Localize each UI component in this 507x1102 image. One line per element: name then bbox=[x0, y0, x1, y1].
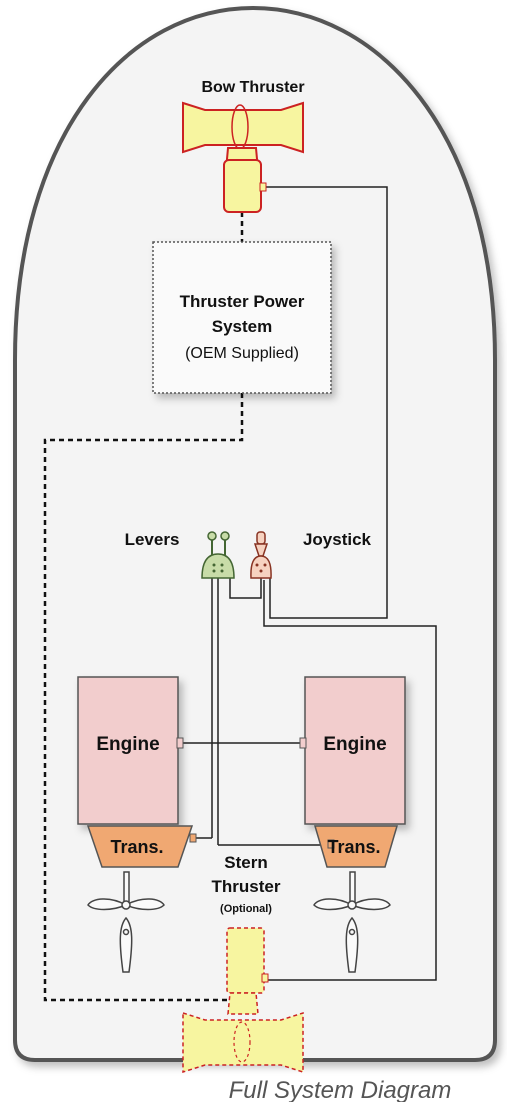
trans-right: Trans. bbox=[313, 825, 399, 868]
control-wiring bbox=[183, 186, 437, 981]
bow-thruster-label: Bow Thruster bbox=[201, 79, 304, 96]
joystick-icon bbox=[250, 531, 272, 579]
levers-label: Levers bbox=[125, 530, 180, 549]
power-system-line3: (OEM Supplied) bbox=[185, 345, 299, 362]
engine-left-label: Engine bbox=[96, 734, 159, 755]
bow-thruster bbox=[182, 101, 304, 213]
stern-thruster: Stern Thruster (Optional) bbox=[182, 853, 304, 1074]
trans-right-label: Trans. bbox=[327, 837, 380, 857]
diagram-caption: Full System Diagram bbox=[229, 1077, 452, 1102]
stern-thruster-line1: Stern bbox=[224, 853, 267, 872]
rudder-left-icon bbox=[119, 916, 133, 973]
trans-left: Trans. bbox=[86, 825, 197, 868]
power-system-line2: System bbox=[212, 317, 272, 336]
engine-right: Engine bbox=[299, 676, 406, 825]
thruster-power-system: Thruster Power System (OEM Supplied) bbox=[152, 241, 332, 394]
rudder-right-icon bbox=[345, 916, 359, 973]
stern-thruster-line2: Thruster bbox=[212, 877, 281, 896]
engine-right-label: Engine bbox=[323, 734, 386, 755]
joystick-label: Joystick bbox=[303, 530, 372, 549]
power-wiring bbox=[43, 212, 244, 1002]
trans-left-label: Trans. bbox=[110, 837, 163, 857]
stern-thruster-line3: (Optional) bbox=[220, 903, 272, 915]
levers-icon bbox=[201, 531, 235, 579]
power-system-line1: Thruster Power bbox=[180, 292, 305, 311]
engine-left: Engine bbox=[77, 676, 184, 825]
propeller-right-icon bbox=[313, 871, 391, 911]
propeller-left-icon bbox=[87, 871, 165, 911]
